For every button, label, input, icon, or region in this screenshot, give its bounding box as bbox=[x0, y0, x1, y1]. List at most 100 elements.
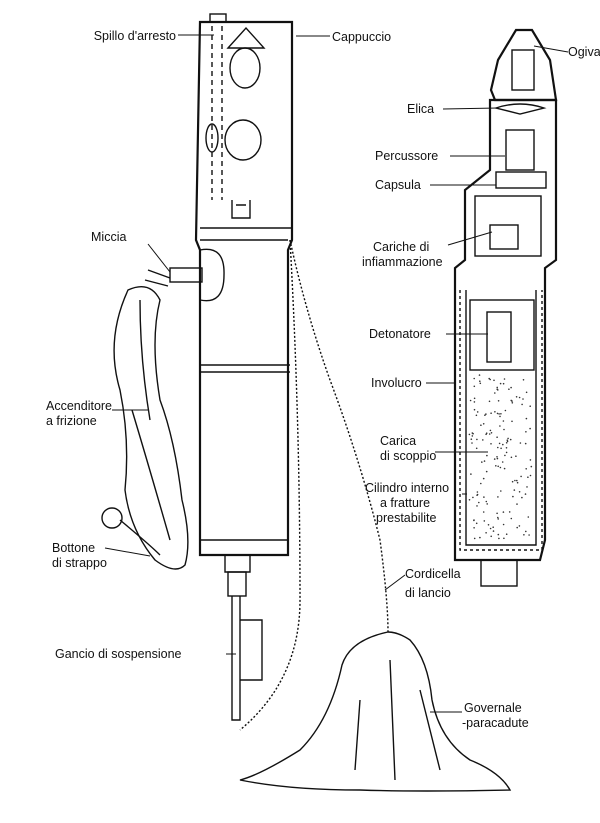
ignition-cup bbox=[489, 224, 519, 250]
charge-speckle bbox=[473, 527, 475, 529]
charge-speckle bbox=[515, 455, 517, 458]
charge-speckle bbox=[512, 495, 514, 498]
charge-speckle bbox=[503, 378, 506, 380]
charge-speckle bbox=[522, 379, 525, 381]
charge-speckle bbox=[483, 520, 486, 522]
charge-speckle bbox=[518, 525, 521, 527]
charge-speckle bbox=[506, 439, 509, 442]
charge-speckle bbox=[524, 493, 527, 495]
charge-speckle bbox=[475, 447, 478, 450]
labels: Spillo d'arresto Cappuccio Miccia Accend… bbox=[46, 29, 600, 730]
charge-speckle bbox=[516, 479, 518, 482]
label-cariche-1: Cariche di bbox=[373, 240, 429, 254]
label-bottone-1: Bottone bbox=[52, 541, 95, 555]
charge-speckle bbox=[473, 519, 475, 522]
label-bottone-2: di strappo bbox=[52, 556, 107, 570]
charge-speckle bbox=[485, 413, 487, 415]
propeller bbox=[493, 103, 547, 115]
charge-speckle bbox=[500, 490, 502, 492]
charge-speckle bbox=[525, 530, 527, 533]
charge-speckle bbox=[518, 396, 521, 399]
charge-speckle bbox=[502, 443, 504, 446]
label-cilindro-3: prestabilite bbox=[376, 511, 436, 525]
charge-speckle bbox=[527, 476, 529, 479]
charge-speckle bbox=[516, 503, 518, 505]
charge-speckle bbox=[509, 438, 512, 441]
charge-speckle bbox=[516, 481, 519, 484]
charge-speckle bbox=[480, 482, 482, 485]
charge-speckle bbox=[468, 499, 471, 501]
charge-speckle bbox=[499, 425, 501, 427]
charge-speckle bbox=[482, 477, 485, 480]
charge-speckle bbox=[497, 516, 499, 519]
label-accenditore-1: Accenditore bbox=[46, 399, 112, 413]
body-band bbox=[200, 364, 290, 373]
charge-speckle bbox=[471, 442, 473, 444]
charge-speckle bbox=[501, 461, 504, 463]
charge-speckle bbox=[468, 433, 471, 436]
charge-speckle bbox=[511, 480, 514, 483]
charge-speckle bbox=[473, 408, 476, 411]
charge-speckle bbox=[495, 465, 497, 467]
label-ogiva: Ogiva bbox=[568, 45, 600, 59]
ogive bbox=[489, 28, 558, 102]
cap-window-1 bbox=[229, 47, 261, 89]
charge-speckle bbox=[473, 401, 476, 403]
charge-speckle bbox=[493, 379, 495, 382]
charge-speckle bbox=[469, 399, 472, 402]
charge-speckle bbox=[475, 414, 478, 417]
charge-speckle bbox=[498, 442, 501, 445]
charge-speckle bbox=[489, 378, 492, 381]
label-carica-1: Carica bbox=[380, 434, 416, 448]
charge-speckle bbox=[502, 420, 505, 422]
parachute bbox=[239, 631, 512, 792]
charge-speckle bbox=[484, 414, 486, 417]
charge-speckle bbox=[529, 459, 532, 461]
detonator-housing bbox=[469, 299, 535, 371]
charge-speckle bbox=[504, 409, 507, 412]
charge-speckle bbox=[503, 428, 505, 431]
leader-miccia bbox=[147, 243, 171, 273]
charge-speckle bbox=[499, 415, 501, 418]
ogive-inner bbox=[511, 49, 535, 91]
charge-speckle bbox=[479, 380, 481, 383]
charge-speckle bbox=[485, 470, 488, 473]
charge-speckle bbox=[500, 447, 502, 450]
charge-speckle bbox=[482, 439, 484, 441]
left-assembly bbox=[101, 13, 512, 792]
charge-speckle bbox=[510, 399, 512, 402]
charge-speckle bbox=[479, 382, 482, 385]
label-cilindro-1: Cilindro interno bbox=[365, 481, 449, 495]
label-accenditore-2: a frizione bbox=[46, 414, 97, 428]
charge-speckle bbox=[529, 405, 531, 408]
charge-speckle bbox=[496, 512, 498, 515]
stem-block bbox=[227, 571, 247, 597]
charge-speckle bbox=[497, 533, 500, 536]
charge-speckle bbox=[524, 442, 527, 445]
charge-speckle bbox=[521, 403, 523, 406]
label-carica-2: di scoppio bbox=[380, 449, 436, 463]
charge-speckle bbox=[476, 505, 478, 507]
charge-speckle bbox=[527, 516, 530, 518]
leader-lines bbox=[104, 34, 569, 713]
charge-speckle bbox=[523, 534, 525, 536]
charge-speckle bbox=[476, 491, 479, 493]
label-detonatore: Detonatore bbox=[369, 327, 431, 341]
charge-speckle bbox=[502, 523, 505, 526]
charge-speckle bbox=[478, 501, 480, 504]
charge-speckle bbox=[513, 489, 516, 491]
cap-cone bbox=[226, 26, 266, 49]
charge-speckle bbox=[481, 461, 483, 463]
burst-charge bbox=[468, 374, 533, 540]
label-cilindro-2: a fratture bbox=[380, 496, 430, 510]
charge-speckle bbox=[494, 411, 496, 413]
charge-speckle bbox=[486, 503, 489, 505]
charge-speckle bbox=[476, 438, 478, 441]
charge-speckle bbox=[473, 377, 476, 380]
charge-speckle bbox=[473, 397, 476, 400]
charge-speckle bbox=[514, 479, 516, 482]
cap-window-2 bbox=[224, 119, 262, 161]
suspension-hook bbox=[240, 619, 263, 681]
